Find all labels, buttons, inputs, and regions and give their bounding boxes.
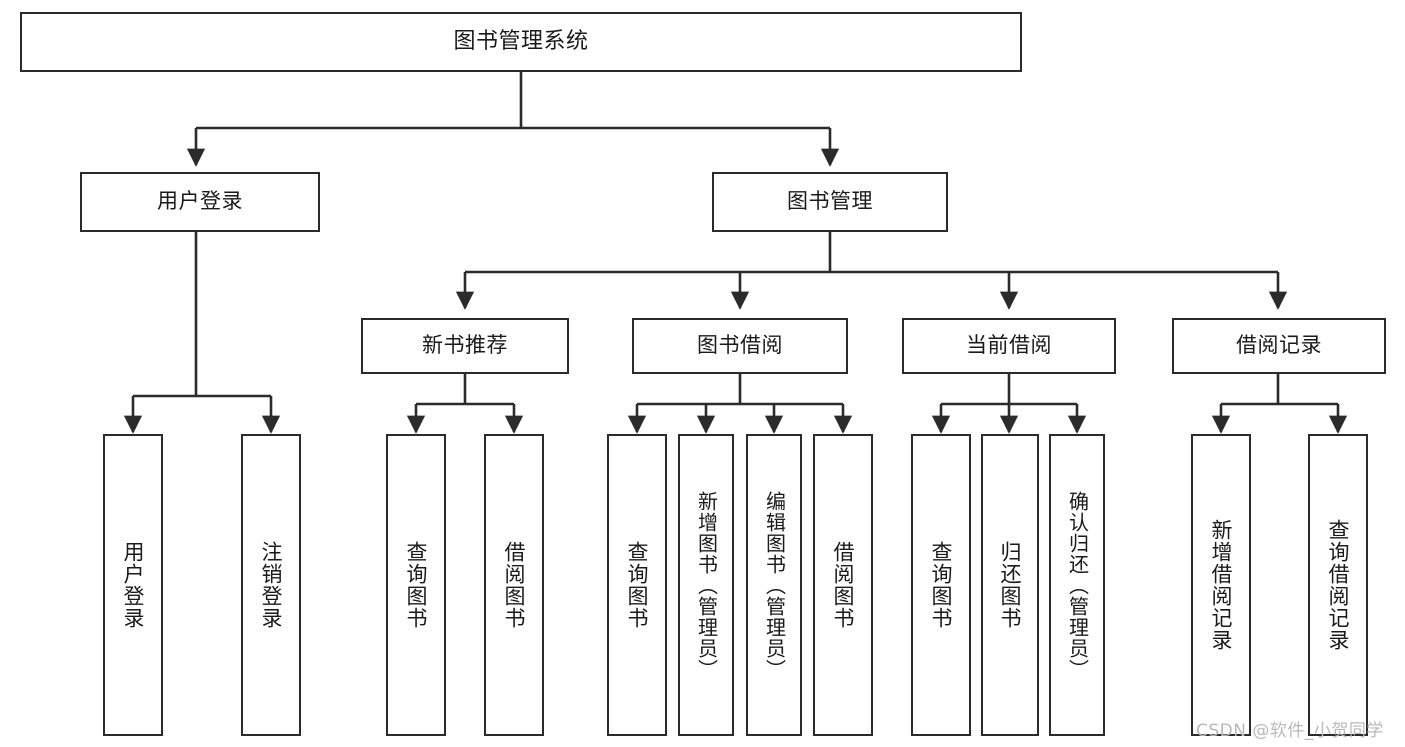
node-label: 归还图书 <box>998 541 1023 629</box>
node-leaf-query-book-borrow[interactable]: 查询图书 <box>607 434 667 736</box>
node-current-borrow[interactable]: 当前借阅 <box>902 318 1116 374</box>
node-leaf-query-book-current[interactable]: 查询图书 <box>911 434 971 736</box>
node-leaf-confirm-return-admin[interactable]: 确认归还（管理员） <box>1049 434 1105 736</box>
node-label: 查询图书 <box>404 541 429 629</box>
node-user-login[interactable]: 用户登录 <box>80 172 320 232</box>
node-label: 编辑图书（管理员） <box>762 490 787 680</box>
node-leaf-user-login[interactable]: 用户登录 <box>103 434 163 736</box>
node-leaf-borrow-book-recommend[interactable]: 借阅图书 <box>484 434 544 736</box>
node-label: 新书推荐 <box>422 333 508 358</box>
node-label: 图书借阅 <box>697 333 783 358</box>
node-label: 用户登录 <box>157 189 243 214</box>
node-label: 图书管理 <box>787 189 873 214</box>
node-borrow-records[interactable]: 借阅记录 <box>1172 318 1386 374</box>
node-new-book-recommend[interactable]: 新书推荐 <box>361 318 569 374</box>
node-leaf-logout[interactable]: 注销登录 <box>241 434 301 736</box>
node-label: 用户登录 <box>121 541 146 629</box>
node-book-borrow[interactable]: 图书借阅 <box>632 318 848 374</box>
node-book-management[interactable]: 图书管理 <box>712 172 948 232</box>
node-label: 确认归还（管理员） <box>1065 490 1090 680</box>
node-leaf-query-book-recommend[interactable]: 查询图书 <box>386 434 446 736</box>
node-leaf-add-book-admin[interactable]: 新增图书（管理员） <box>678 434 734 736</box>
node-label: 借阅图书 <box>831 541 856 629</box>
node-label: 查询图书 <box>929 541 954 629</box>
node-leaf-return-book[interactable]: 归还图书 <box>981 434 1039 736</box>
node-label: 注销登录 <box>259 541 284 629</box>
node-label: 查询图书 <box>625 541 650 629</box>
node-label: 当前借阅 <box>966 333 1052 358</box>
node-leaf-add-borrow-record[interactable]: 新增借阅记录 <box>1191 434 1251 736</box>
node-leaf-query-borrow-record[interactable]: 查询借阅记录 <box>1308 434 1368 736</box>
csdn-watermark: CSDN @软件_小贺同学 <box>1196 721 1384 741</box>
node-label: 借阅记录 <box>1236 333 1322 358</box>
node-label: 新增图书（管理员） <box>694 490 719 680</box>
node-label: 新增借阅记录 <box>1209 519 1234 651</box>
node-leaf-edit-book-admin[interactable]: 编辑图书（管理员） <box>746 434 802 736</box>
node-root-book-management-system[interactable]: 图书管理系统 <box>20 12 1022 72</box>
node-label: 图书管理系统 <box>453 28 589 54</box>
node-label: 查询借阅记录 <box>1326 519 1351 651</box>
node-label: 借阅图书 <box>502 541 527 629</box>
node-leaf-borrow-book[interactable]: 借阅图书 <box>813 434 873 736</box>
